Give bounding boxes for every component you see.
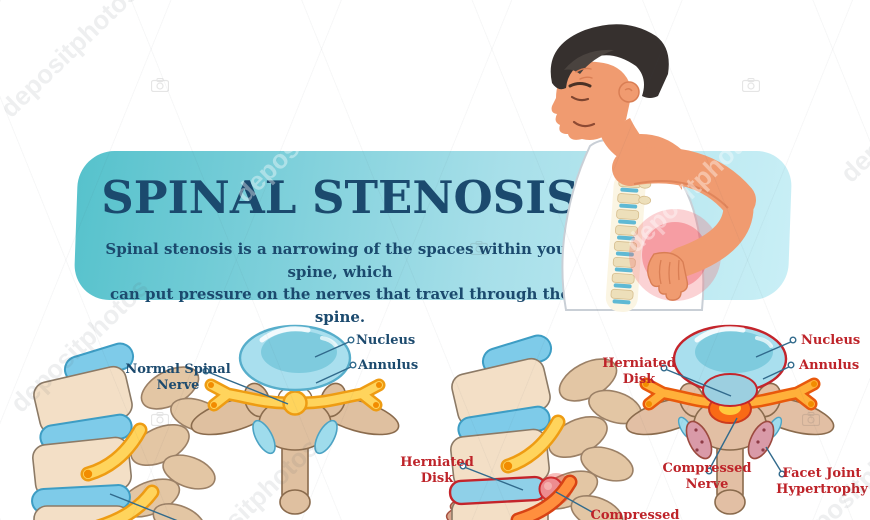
page-title: SPINAL STENOSIS: [101, 171, 579, 224]
leader-lines: [109, 336, 797, 520]
hand: [647, 251, 689, 301]
description-line-1: Spinal stenosis is a narrowing of the sp…: [105, 240, 575, 281]
label-annulus-stenosis: Annulus: [799, 358, 860, 373]
label-nucleus-stenosis: Nucleus: [801, 333, 861, 348]
face: [551, 61, 632, 140]
label-nucleus-healthy: Nucleus: [356, 333, 416, 348]
facet-joint-hypertrophy-left: [685, 420, 713, 460]
arm: [612, 147, 756, 301]
healthy-disk-nucleus: [261, 331, 337, 373]
description: Spinal stenosis is a narrowing of the sp…: [95, 238, 585, 328]
hair: [550, 24, 669, 99]
ear: [618, 81, 640, 103]
label-herniated-disk-top: Herniated Disk: [602, 356, 676, 388]
label-annulus-healthy: Annulus: [358, 358, 419, 373]
disk-herniation-bulge: [702, 373, 758, 407]
closed-eye: [570, 95, 590, 102]
facet-joint-hypertrophy-right: [747, 420, 775, 460]
hair-highlight: [564, 49, 614, 74]
person-back-pain-illustration: [550, 24, 756, 312]
stenosis-spine-side-view: [445, 334, 642, 520]
label-compressed-partial: Compressed: [590, 508, 680, 520]
healthy-nerve-ganglion: [282, 390, 308, 416]
healthy-spine-side-view: [31, 342, 224, 520]
eyebrow: [568, 82, 592, 88]
stenosis-disk-nucleus: [695, 331, 773, 373]
mouth-grimace: [572, 120, 596, 128]
healthy-vertebra-top-view: [190, 324, 400, 515]
label-facet-joint-hypertrophy: Facet Joint Hypertrophy: [776, 466, 868, 498]
label-herniated-disk-side: Herniated Disk: [400, 455, 474, 487]
description-line-2: can put pressure on the nerves that trav…: [109, 285, 570, 326]
label-normal-spinal-nerve: Normal Spinal Nerve: [125, 362, 231, 394]
label-compressed-nerve: Compressed Nerve: [662, 461, 752, 493]
healthy-nerve-roots: [80, 422, 160, 520]
stenosis-vertebra-top-view: [625, 324, 835, 515]
